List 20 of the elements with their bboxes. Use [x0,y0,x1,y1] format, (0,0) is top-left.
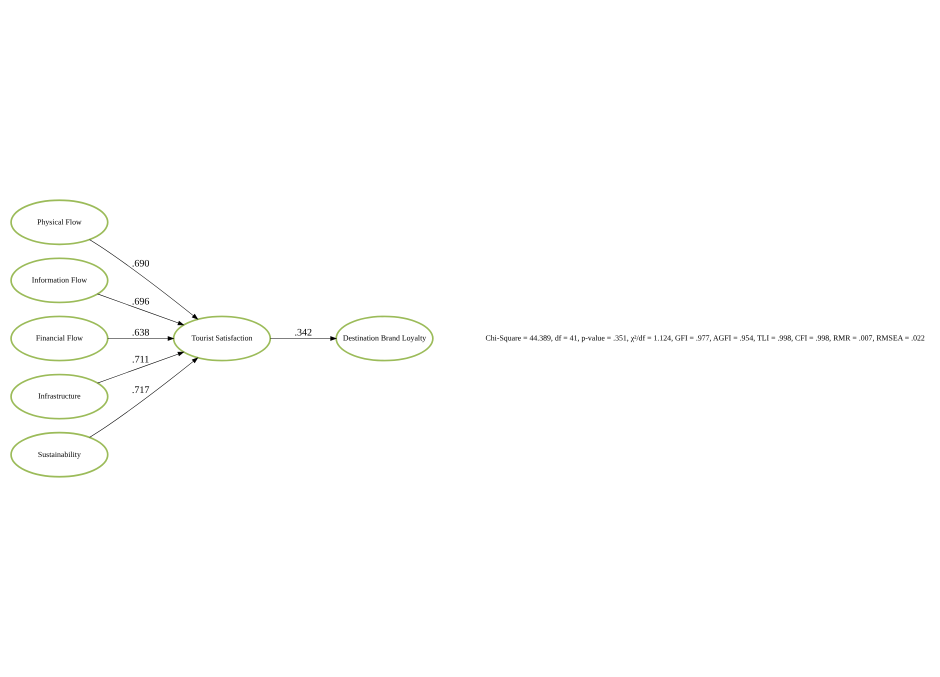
node-ellipse: Sustainability [10,432,109,478]
edge-label: .717 [132,384,150,396]
edge-label: .342 [294,327,312,338]
node-ellipse: Financial Flow [10,316,109,362]
edge-label: .696 [132,296,150,308]
arrow [270,336,338,341]
node-ellipse: Destination Brand Loyalty [335,316,434,362]
edge-label: .690 [132,258,150,270]
arrow [89,357,198,438]
node-ellipse: Information Flow [10,258,109,304]
node-ellipse: Physical Flow [10,199,109,246]
label: Chi-Square = 44.389, df = 41, p-value = .351, χ²/df = 1.124, GFI = .977, AGFI = .954, TLI = .998, CFI = .998, RMR = .007, RMSEA = .022 [486,334,925,343]
arrow [89,239,198,320]
edge-label: .638 [132,327,150,338]
edge-label: .711 [132,354,150,366]
node-ellipse: Infrastructure [10,374,109,420]
arrow [107,336,174,341]
node-ellipse: Tourist Satisfaction [172,316,272,362]
arrow [97,352,184,384]
arrow [97,294,184,326]
